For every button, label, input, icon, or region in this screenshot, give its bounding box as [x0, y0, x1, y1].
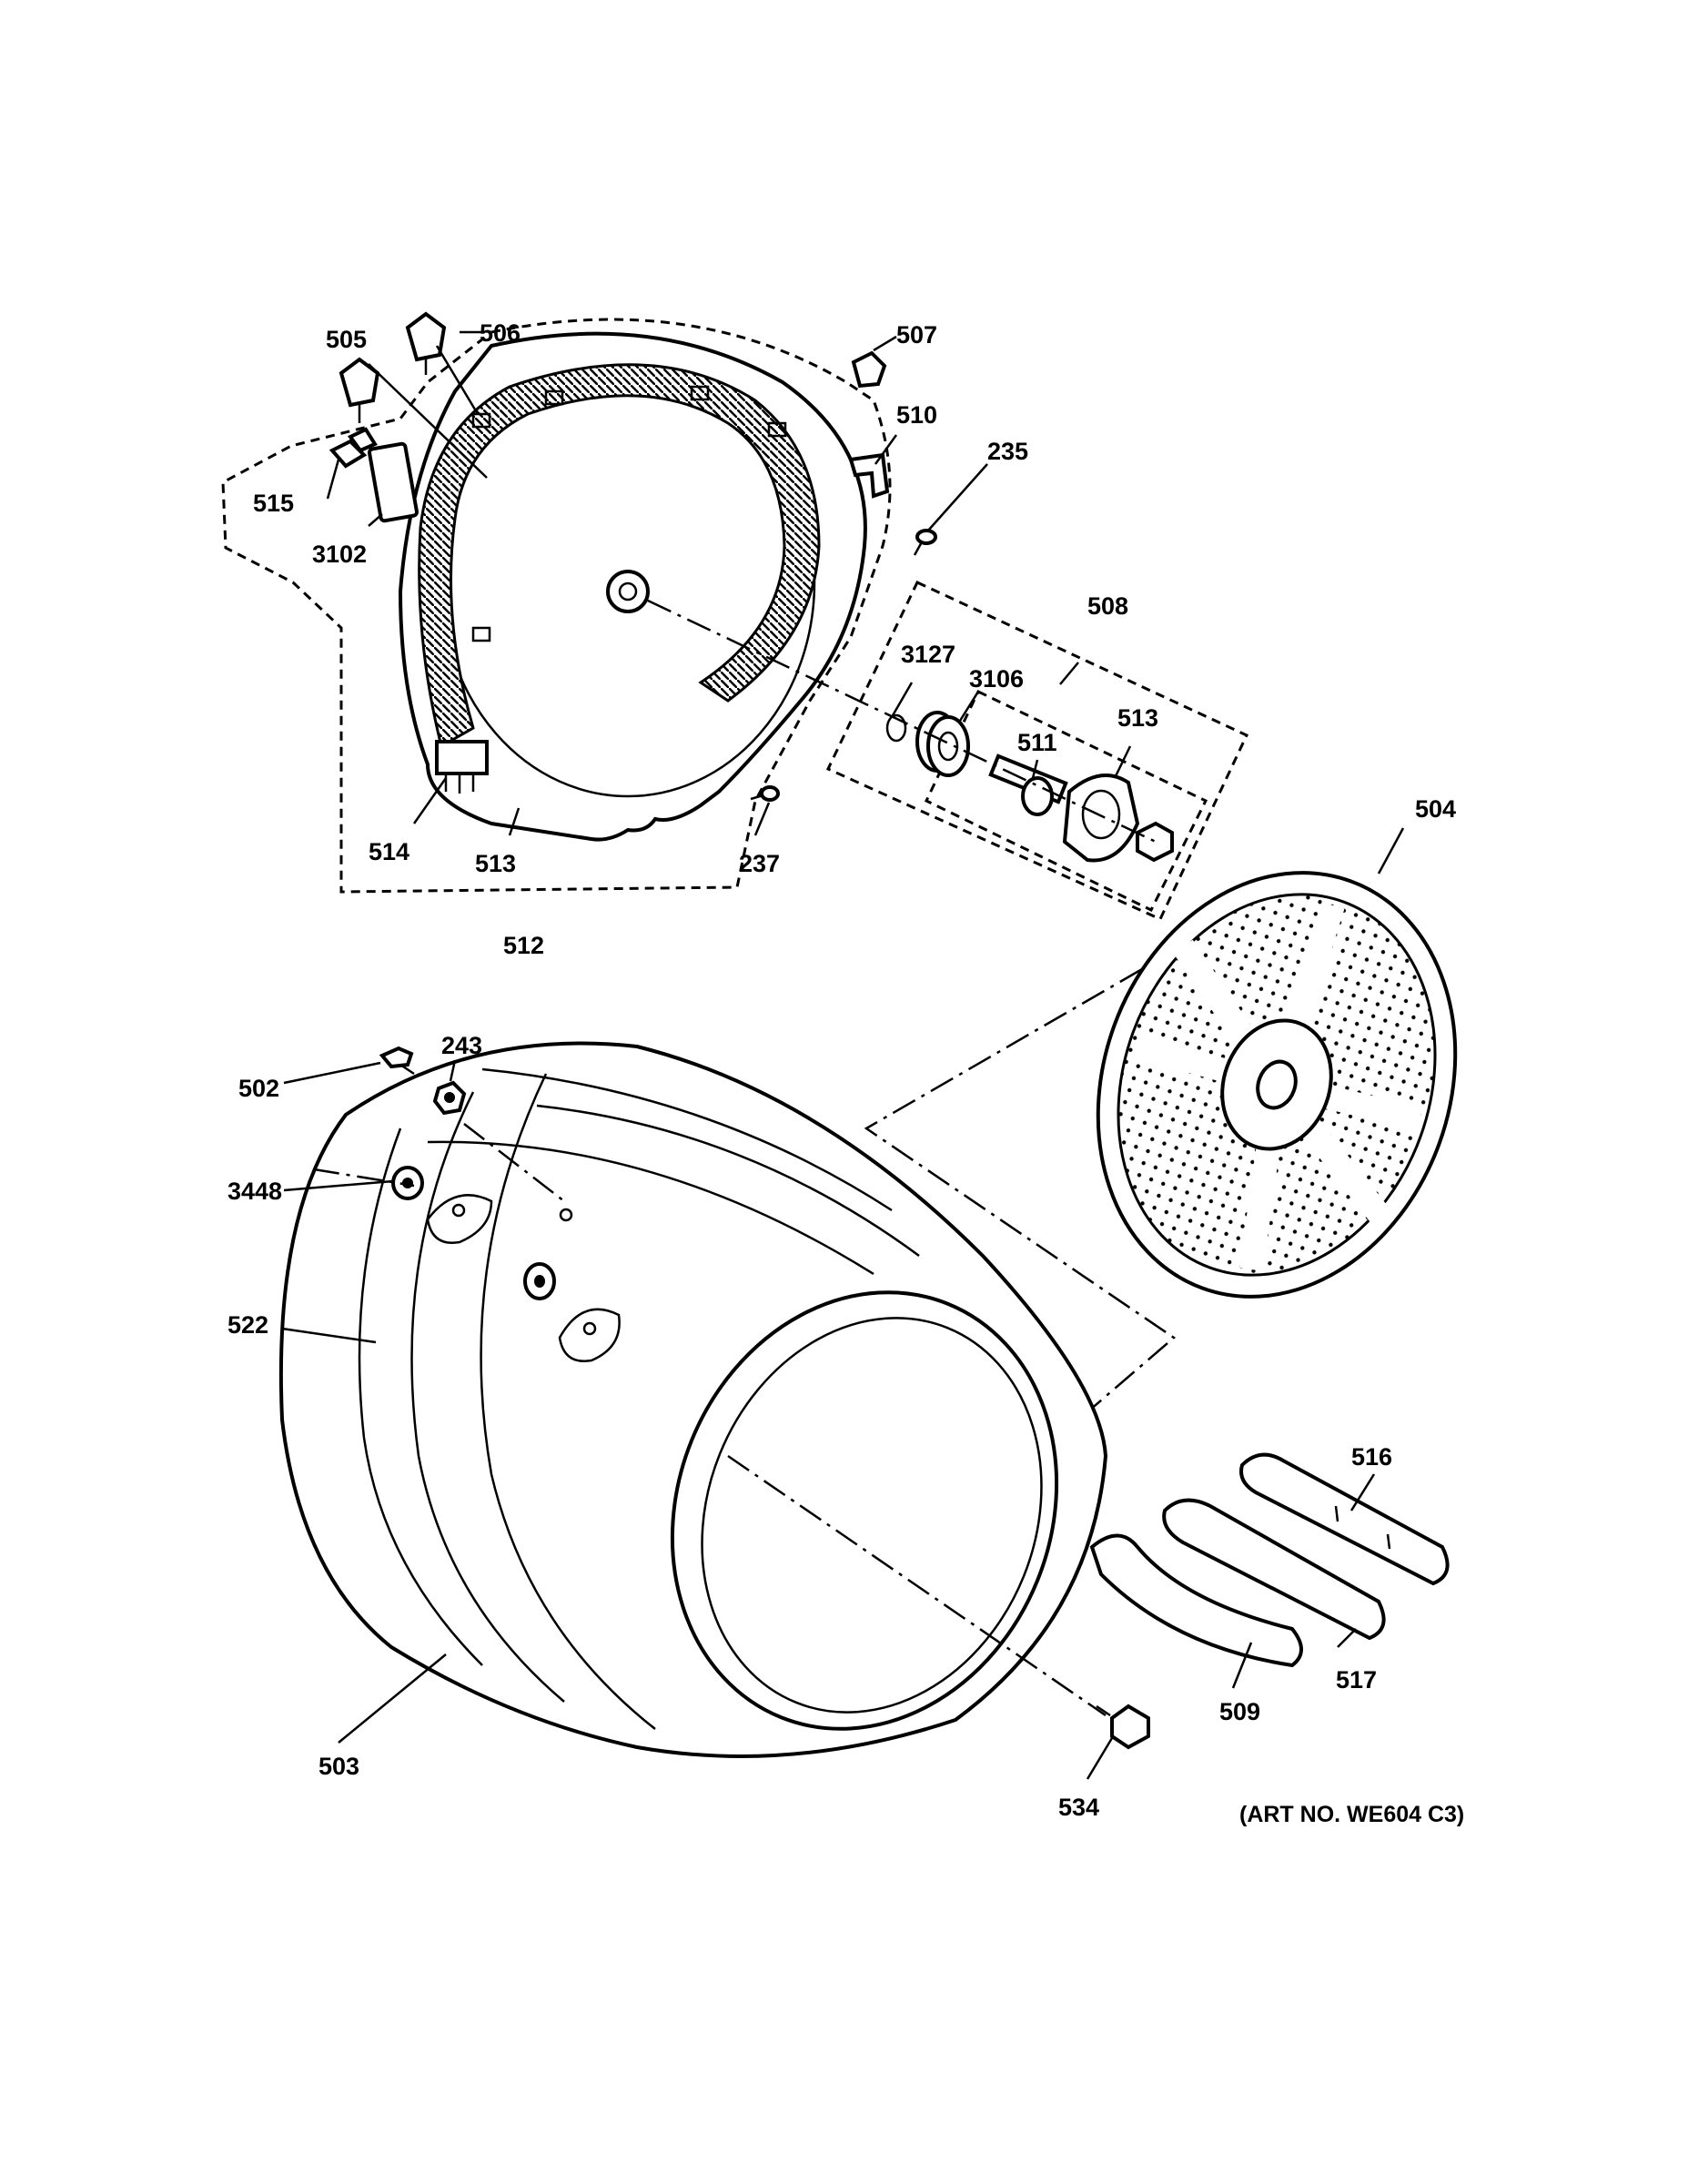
thermistor-507: [851, 350, 887, 389]
drum-front-opening-inner: [701, 1317, 1043, 1714]
drum-rib-3: [480, 1073, 656, 1730]
rear-axis-line: [647, 599, 1157, 844]
thermostat-505: [339, 357, 380, 423]
drum-front-opening-outer: [670, 1290, 1059, 1731]
heater-coil-ring: [418, 363, 821, 749]
screw-534: [1096, 1704, 1150, 1750]
drum-rivet-hole: [451, 1203, 466, 1218]
screw-237: [750, 785, 780, 802]
callout-506: 506: [480, 319, 521, 347]
nut: [1136, 821, 1174, 863]
drum-lifter-slot: [426, 1194, 493, 1244]
thermostat-506: [405, 311, 447, 375]
drum-rib-6: [427, 1140, 874, 1276]
callout-534: 534: [1058, 1794, 1099, 1821]
drum-503: [278, 1041, 1108, 1758]
art-number: (ART NO. WE604 C3): [1239, 1802, 1464, 1827]
callout-3127: 3127: [901, 641, 955, 668]
ring-bracket: [767, 421, 787, 438]
bearing-housing-513: [1062, 774, 1140, 863]
callout-504: 504: [1415, 795, 1456, 823]
ring-bracket: [471, 626, 491, 642]
bearing-3106: [915, 711, 970, 777]
nut-243: [432, 1080, 467, 1116]
washer-3448-b: [523, 1262, 556, 1300]
bearing-kit-group: [647, 581, 1248, 921]
drum-lifter-slot: [558, 1308, 621, 1362]
kit-511-513-boundary: [925, 689, 1208, 912]
drum-rivet-hole: [582, 1321, 597, 1336]
washer-3448: [391, 1166, 424, 1200]
front-axis-line: [727, 1454, 1107, 1717]
drum-rib-1: [358, 1127, 483, 1666]
drum-rib-4: [481, 1067, 893, 1212]
drum-rivet-hole: [559, 1208, 573, 1222]
callout-517: 517: [1336, 1666, 1377, 1694]
ring-bracket: [471, 412, 491, 429]
fastener-axis-line: [463, 1123, 565, 1202]
callout-3448: 3448: [227, 1178, 282, 1205]
drum-back-hub: [1256, 1059, 1298, 1110]
lifter-516: [1239, 1452, 1450, 1586]
callout-510: 510: [896, 401, 937, 429]
callout-leaders: [281, 330, 1405, 1780]
callout-3102: 3102: [312, 541, 367, 568]
washer-axis-line: [313, 1168, 415, 1188]
callout-516: 516: [1351, 1443, 1392, 1471]
cover-3102: [367, 441, 419, 523]
lifter-509: [1089, 1533, 1303, 1668]
shaft-511: [988, 753, 1068, 816]
drum-rib-5: [536, 1104, 920, 1258]
clip-515-b: [347, 427, 378, 453]
callout-515: 515: [253, 490, 294, 517]
lifter-517: [1162, 1498, 1386, 1641]
drum-back-504: [1096, 871, 1458, 1299]
callout-511: 511: [1017, 729, 1057, 756]
bulkhead-hub: [606, 570, 650, 613]
callout-512: 512: [503, 932, 544, 959]
assembly-512-boundary: [221, 318, 892, 894]
ring-bracket: [690, 385, 710, 401]
callout-513-bearing: 513: [1117, 704, 1158, 732]
callout-513-bulkhead: 513: [475, 850, 516, 877]
bulkhead-hub-center: [618, 581, 638, 602]
screw-235: [913, 529, 937, 556]
drum-rib-2: [410, 1091, 565, 1703]
callout-522: 522: [227, 1311, 268, 1339]
callout-235: 235: [987, 438, 1028, 465]
callout-243: 243: [441, 1032, 482, 1059]
heater-terminal-block: [435, 740, 489, 775]
callout-237: 237: [739, 850, 780, 877]
screw-502: [379, 1046, 415, 1076]
ring-bracket: [544, 389, 564, 406]
callout-502: 502: [238, 1075, 279, 1102]
callout-508: 508: [1087, 592, 1128, 620]
o-ring-3127: [885, 713, 907, 743]
callout-503: 503: [318, 1753, 359, 1780]
callout-507: 507: [896, 321, 937, 349]
callout-514: 514: [369, 838, 409, 865]
callout-505: 505: [326, 326, 367, 353]
callout-509: 509: [1219, 1698, 1260, 1725]
callout-3106: 3106: [969, 665, 1024, 693]
bulkhead-assembly-group: [221, 311, 937, 894]
